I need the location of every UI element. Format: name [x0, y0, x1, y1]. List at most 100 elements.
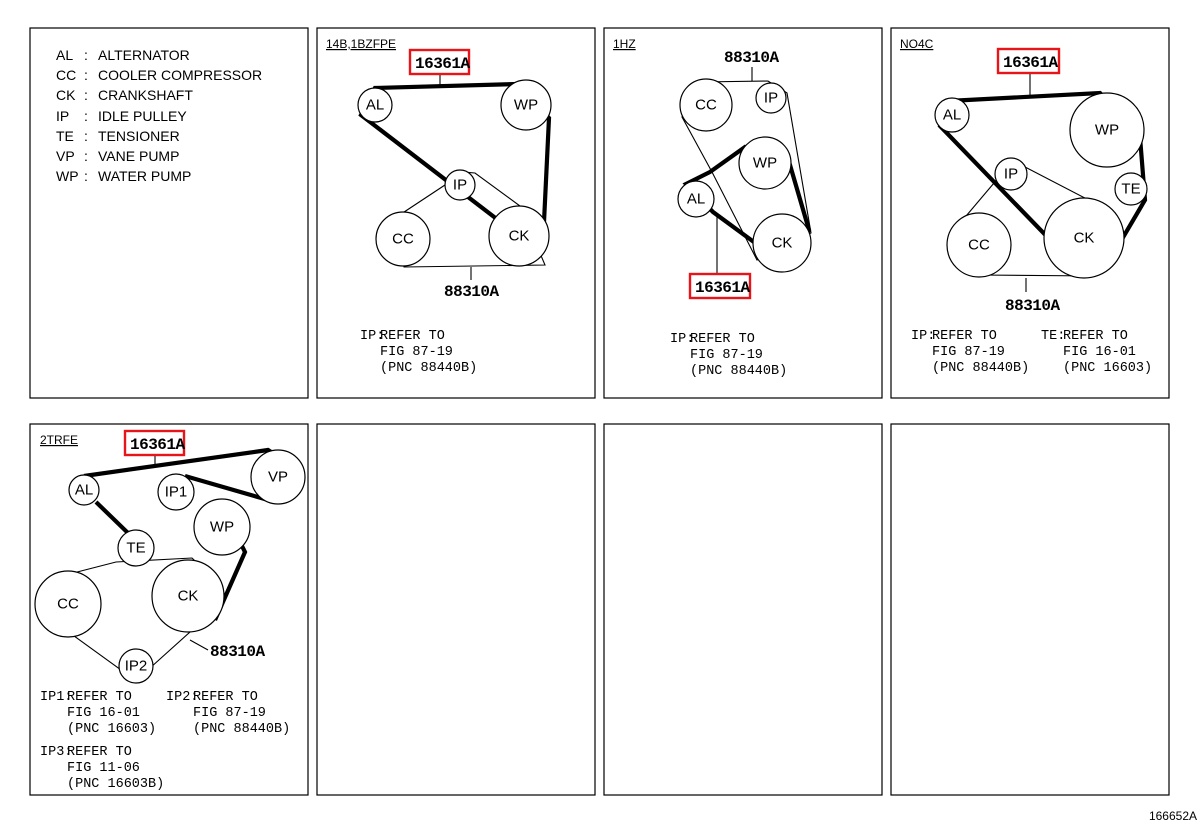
panel-1hz: 1HZ CC IP WP AL CK 88310A 16361A IP: REF…	[613, 37, 812, 379]
pulley-vane-pump	[250, 449, 306, 505]
note-line: (PNC 88440B)	[932, 361, 1029, 376]
pulley-idle	[755, 82, 787, 114]
reference-note: IP1: REFER TO FIG 16-01 (PNC 16603)	[40, 690, 156, 737]
note-line: REFER TO	[380, 329, 445, 344]
pulley-label: VP	[268, 469, 288, 486]
pulley-water-pump	[193, 498, 251, 556]
part-number-thick-belt[interactable]: 16361A	[1003, 54, 1059, 72]
part-number-thick-belt[interactable]: 16361A	[130, 436, 186, 454]
pulley-label: WP	[753, 155, 777, 172]
part-number-thick-belt[interactable]: 16361A	[415, 55, 471, 73]
part-highlight-box	[408, 48, 471, 76]
pulley-idle	[444, 169, 476, 201]
pulley-label: CK	[178, 588, 199, 605]
note-line: FIG 87-19	[193, 706, 266, 721]
pulley-alternator	[677, 180, 715, 218]
pulley-tensioner	[117, 529, 155, 567]
reference-note: IP: REFER TO FIG 87-19 (PNC 88440B)	[670, 332, 787, 379]
engine-code: 14B,1BZFPE	[326, 37, 396, 51]
note-line: FIG 87-19	[380, 345, 453, 360]
legend-sep: :	[84, 168, 88, 184]
note-line: (PNC 16603)	[67, 722, 156, 737]
note-line: FIG 11-06	[67, 761, 140, 776]
pulley-cooler-compressor	[679, 78, 733, 132]
reference-note: IP3: REFER TO FIG 11-06 (PNC 16603B)	[40, 745, 164, 792]
note-key: TE:	[1041, 329, 1065, 344]
panel-14b: 14B,1BZFPE AL WP IP CC CK 16361A 88310A …	[326, 37, 552, 376]
pulley-label: AL	[75, 482, 93, 499]
legend-name: TENSIONER	[98, 128, 180, 144]
legend-name: CRANKSHAFT	[98, 87, 193, 103]
panel-empty-1-frame	[316, 423, 596, 796]
note-key: IP:	[670, 332, 694, 347]
pulley-label: CK	[509, 228, 530, 245]
thick-belt	[682, 144, 812, 261]
pulley-water-pump	[738, 136, 792, 190]
panel-14b-frame	[316, 27, 596, 399]
panel-no4c: NO4C AL WP IP TE CC CK 16361A 88310A IP:…	[900, 37, 1152, 376]
pulley-label: IP2	[125, 658, 148, 675]
pulley-label: AL	[366, 97, 384, 114]
note-line: REFER TO	[67, 690, 132, 705]
pulley-idle-1	[157, 473, 195, 511]
legend-row: CC : COOLER COMPRESSOR	[56, 67, 262, 83]
pulley-label: CC	[392, 231, 414, 248]
note-line: FIG 87-19	[932, 345, 1005, 360]
pulley-alternator	[68, 474, 100, 506]
pulley-alternator	[357, 87, 393, 123]
note-key: IP1:	[40, 690, 72, 705]
part-number-thin-belt[interactable]: 88310A	[210, 643, 266, 661]
note-line: FIG 16-01	[67, 706, 140, 721]
pulley-label: TE	[126, 540, 145, 557]
legend-row: WP : WATER PUMP	[56, 168, 191, 184]
legend-abbr: VP	[56, 148, 75, 164]
note-key: IP3:	[40, 745, 72, 760]
note-line: REFER TO	[1063, 329, 1128, 344]
part-highlight-box	[996, 47, 1061, 75]
note-line: FIG 87-19	[690, 348, 763, 363]
legend-row: CK : CRANKSHAFT	[56, 87, 193, 103]
pulley-label: IP	[1004, 166, 1018, 183]
pulley-label: CC	[968, 237, 990, 254]
legend-row: AL : ALTERNATOR	[56, 47, 190, 63]
legend-sep: :	[84, 47, 88, 63]
panel-empty-3-frame	[890, 423, 1170, 796]
legend-row: VP : VANE PUMP	[56, 148, 179, 164]
figure-code: 166652A	[1149, 809, 1197, 823]
part-number-thin-belt[interactable]: 88310A	[444, 283, 500, 301]
pulley-label: IP	[453, 177, 467, 194]
pulley-label: WP	[1095, 122, 1119, 139]
panel-2trfe: 2TRFE AL IP1 VP WP TE CC CK IP2 16361A 8…	[34, 429, 306, 792]
legend-sep: :	[84, 108, 88, 124]
reference-note: IP: REFER TO FIG 87-19 (PNC 88440B)	[911, 329, 1029, 376]
pulley-cooler-compressor	[34, 570, 102, 638]
pulley-label: AL	[943, 107, 961, 124]
pulley-alternator	[934, 97, 970, 133]
reference-note: TE: REFER TO FIG 16-01 (PNC 16603)	[1041, 329, 1152, 376]
part-highlight-box	[123, 429, 186, 457]
legend-name: ALTERNATOR	[98, 47, 190, 63]
legend-name: VANE PUMP	[98, 148, 179, 164]
pulley-label: CK	[772, 235, 793, 252]
legend-sep: :	[84, 87, 88, 103]
part-highlight-box	[688, 272, 752, 300]
pulley-label: TE	[1121, 181, 1140, 198]
engine-code: 2TRFE	[40, 433, 78, 447]
part-number-thin-belt[interactable]: 88310A	[724, 49, 780, 67]
legend-name: COOLER COMPRESSOR	[98, 67, 262, 83]
pulley-crankshaft	[488, 205, 550, 267]
pulley-tensioner	[1114, 172, 1148, 206]
pulley-label: AL	[687, 191, 705, 208]
reference-note: IP: REFER TO FIG 87-19 (PNC 88440B)	[360, 329, 477, 376]
pulley-label: CK	[1074, 230, 1095, 247]
part-number-thin-belt[interactable]: 88310A	[1005, 297, 1061, 315]
panel-2trfe-frame	[29, 423, 309, 796]
panel-no4c-frame	[890, 27, 1170, 399]
note-line: REFER TO	[690, 332, 755, 347]
pulley-crankshaft	[1043, 197, 1125, 279]
part-number-thick-belt[interactable]: 16361A	[695, 279, 751, 297]
panel-empty-2-frame	[603, 423, 883, 796]
reference-note: IP2: REFER TO FIG 87-19 (PNC 88440B)	[166, 690, 290, 737]
panel-1hz-frame	[603, 27, 883, 399]
